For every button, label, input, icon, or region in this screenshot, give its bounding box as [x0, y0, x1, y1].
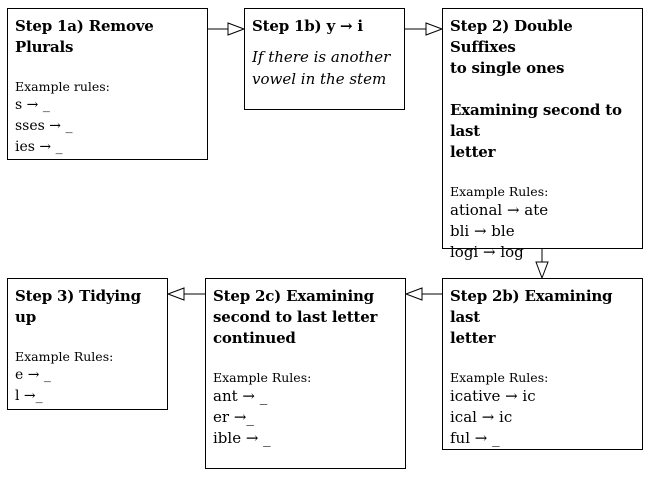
step-1b-box: Step 1b) y → i If there is another vowel…: [244, 8, 405, 110]
step-2b-rule: icative → ic: [450, 387, 536, 405]
step-2b-rule: ical → ic: [450, 408, 513, 426]
step-2-box: Step 2) Double Suffixes to single ones E…: [442, 8, 643, 261]
step-1a-rule: s → _: [15, 97, 50, 113]
step-2c-title: second to last letter: [213, 308, 378, 326]
arrowhead-1b-to-2: [425, 22, 444, 36]
arrowhead-1a-to-1b: [227, 22, 246, 36]
step-3-box: Step 3) Tidying up Example Rules: e → _ …: [7, 278, 168, 410]
step-2c-title: Step 2c) Examining: [213, 287, 374, 305]
arrowhead-2b-to-2c: [404, 287, 423, 301]
step-1b-title: Step 1b) y → i: [252, 17, 363, 35]
step-2-title: to single ones: [450, 59, 565, 77]
step-2b-rule: ful → _: [450, 429, 500, 447]
step-1a-box: Step 1a) Remove Plurals Example rules: s…: [7, 8, 208, 160]
step-1b-note: vowel in the stem: [252, 70, 387, 88]
step-2-rule: ational → ate: [450, 201, 549, 219]
step-3-rule: e → _: [15, 367, 51, 383]
step-1a-rule: sses → _: [15, 118, 73, 134]
step-2c-box: Step 2c) Examining second to last letter…: [205, 278, 406, 469]
step-3-rules-label: Example Rules:: [15, 349, 114, 364]
step-2-rules-label: Example Rules:: [450, 184, 549, 199]
step-2c-rule: er →_: [213, 408, 254, 426]
step-1b-note: If there is another: [252, 48, 391, 66]
step-1a-rule: ies → _: [15, 139, 63, 155]
step-2-title: Step 2) Double Suffixes: [450, 17, 573, 56]
step-2-rule: bli → ble: [450, 222, 515, 240]
step-2-rule: logi → log: [450, 243, 524, 261]
step-2-subtitle: Examining second to last: [450, 101, 622, 140]
step-2b-rules-label: Example Rules:: [450, 370, 549, 385]
step-2b-title: Step 2b) Examining last: [450, 287, 613, 326]
step-2b-box: Step 2b) Examining last letter Example R…: [442, 278, 643, 450]
step-2c-title: continued: [213, 329, 296, 347]
step-2c-rules-label: Example Rules:: [213, 370, 312, 385]
step-1a-rules-label: Example rules:: [15, 79, 110, 94]
arrowhead-2c-to-3: [166, 287, 185, 301]
step-2c-rule: ant → _: [213, 387, 268, 405]
step-2c-rule: ible → _: [213, 429, 271, 447]
step-2-subtitle: letter: [450, 143, 496, 161]
step-3-title: Step 3) Tidying up: [15, 287, 141, 326]
step-2b-title: letter: [450, 329, 496, 347]
step-1a-title: Step 1a) Remove Plurals: [15, 17, 154, 56]
step-3-rule: l →_: [15, 388, 43, 404]
arrowhead-2-to-2b: [535, 261, 549, 280]
